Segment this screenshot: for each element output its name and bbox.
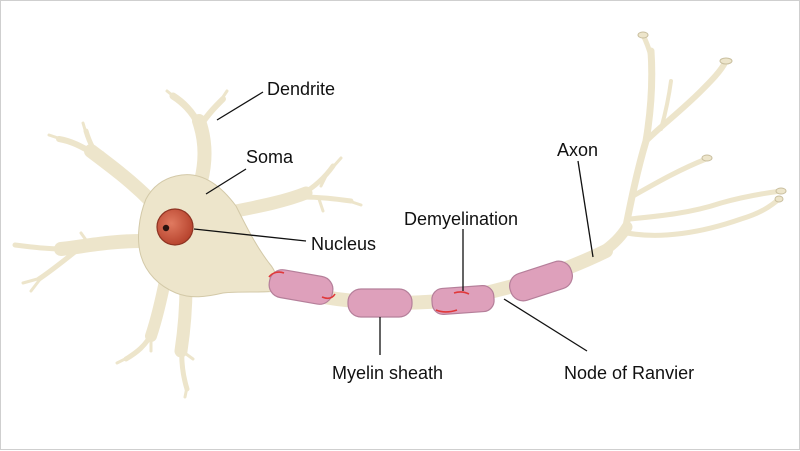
label-soma: Soma [246,147,294,167]
label-dendrite: Dendrite [267,79,335,99]
damage-mark-4 [435,309,458,313]
leader-axon [577,160,594,258]
myelin-sheaths [268,260,573,318]
myelin-segment-3 [431,285,495,315]
myelin-segment-4 [509,260,573,302]
label-axon: Axon [557,140,598,160]
soma-body [138,174,278,298]
label-node-of-ranvier: Node of Ranvier [564,363,694,383]
leader-node-of-ranvier [503,298,588,352]
leader-dendrite [216,91,264,121]
myelin-segment-2 [347,288,413,318]
damage-mark-1 [268,271,285,278]
label-nucleus: Nucleus [311,234,376,254]
axon-terminals [621,31,787,238]
damage-mark-3 [453,291,470,295]
leader-nucleus [193,228,307,242]
label-myelin-sheath: Myelin sheath [332,363,443,383]
myelin-segment-1 [268,269,334,305]
damage-mark-2 [321,293,336,300]
label-demyelination: Demyelination [404,209,518,229]
nucleolus [162,224,170,232]
leader-lines [193,91,594,355]
dendrites [12,89,363,399]
nucleus-shape [156,208,194,246]
leader-soma [205,168,247,195]
